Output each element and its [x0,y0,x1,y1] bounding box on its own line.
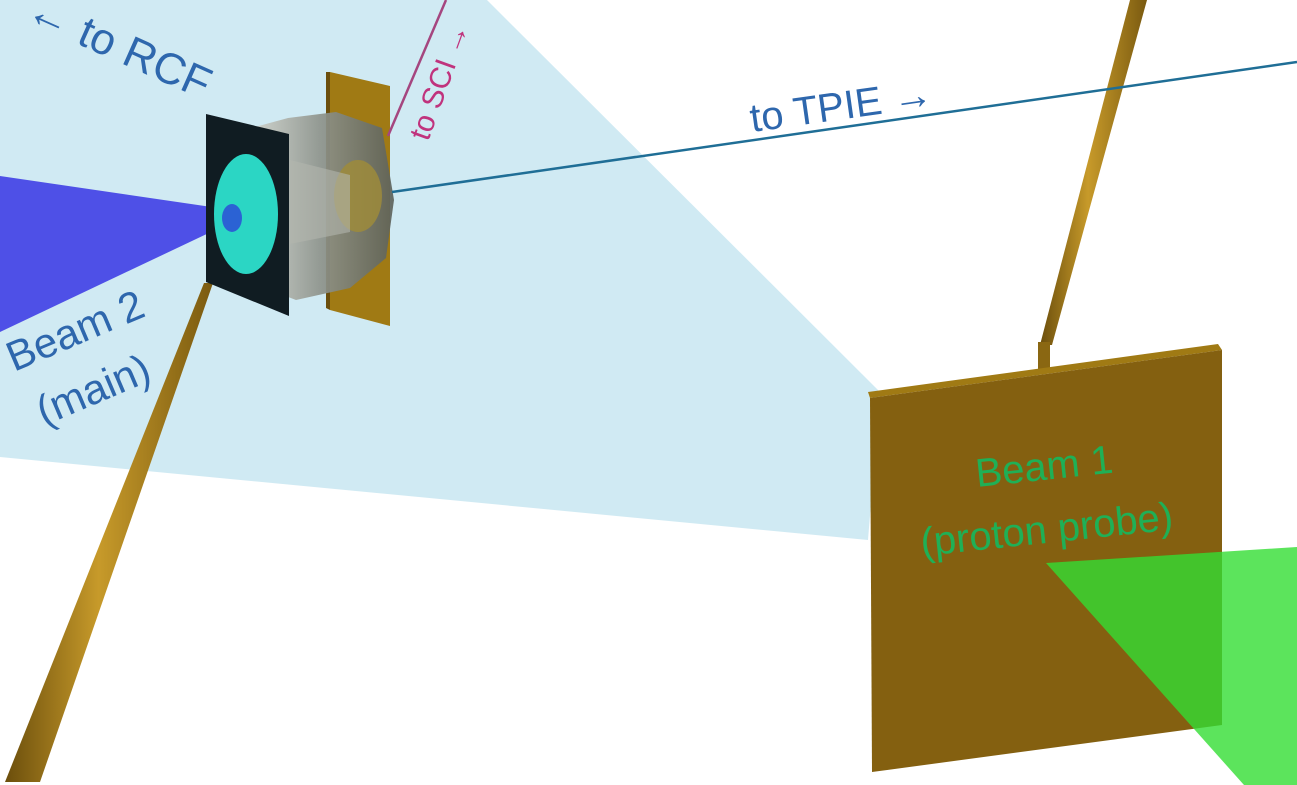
to-tpie-label: to TPIE → [747,72,935,141]
probe-plate-top-edge [868,344,1222,398]
target-disc [214,154,278,274]
probe-plate-mount [1038,342,1050,370]
beam1-cone [1046,547,1297,785]
tpie-line [391,60,1297,194]
target-stalk [5,283,213,782]
beam2-cone [0,176,232,332]
target-disc-shade [222,204,242,232]
probe-plate [870,350,1222,772]
sci-line [386,0,448,137]
shield-facet [290,160,350,244]
probe-plate-stalk [1040,0,1147,345]
